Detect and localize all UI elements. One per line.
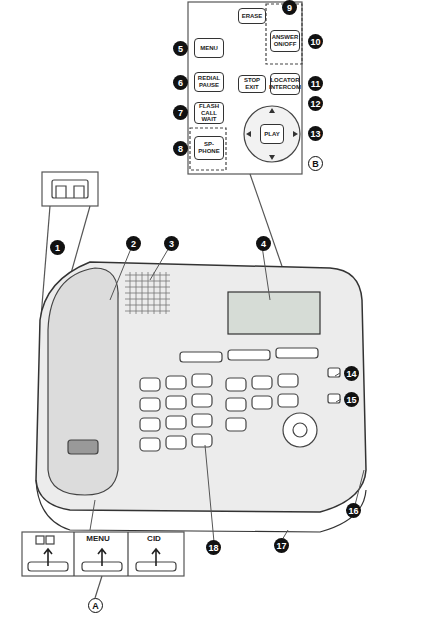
callout-number: 6 <box>173 75 188 90</box>
button-label: ANSWER ON/OFF <box>270 30 300 52</box>
callout-number: 16 <box>346 503 361 518</box>
callout-number: 4 <box>256 236 271 251</box>
callout-number: 2 <box>126 236 141 251</box>
phonebook-icon <box>46 536 54 544</box>
navigator-ring <box>244 106 300 162</box>
charge-contacts <box>56 186 84 198</box>
callout-number: 13 <box>308 126 323 141</box>
callout-number: 15 <box>344 392 359 407</box>
divider <box>127 532 128 576</box>
button-text: MENU <box>200 45 218 52</box>
callout-number: 14 <box>344 366 359 381</box>
button-text: REDIAL PAUSE <box>195 75 223 88</box>
callout-number: 17 <box>274 538 289 553</box>
button-label: FLASH CALL WAIT <box>194 102 224 124</box>
soft-key <box>228 350 270 360</box>
callout-number: 1 <box>50 240 65 255</box>
callout-number: B <box>308 156 323 171</box>
callout-number: 3 <box>164 236 179 251</box>
button-label: MENU <box>194 38 224 58</box>
side-key <box>328 368 340 377</box>
base-unit <box>36 262 366 512</box>
button-label: LOCATOR INTERCOM <box>270 73 300 95</box>
button-text: STOP EXIT <box>239 77 265 90</box>
lcd-display <box>228 292 320 334</box>
key-label: MENU <box>78 534 118 543</box>
charge-contacts <box>52 180 88 198</box>
button-text: SP-PHONE <box>195 141 223 154</box>
callout-number: 12 <box>308 96 323 111</box>
button-label: PLAY <box>260 124 284 144</box>
callout-number: 7 <box>173 105 188 120</box>
key-label: CID <box>134 534 174 543</box>
callout-number: 8 <box>173 141 188 156</box>
charge-contacts <box>68 440 98 454</box>
inset-frame <box>22 532 184 576</box>
arrow <box>44 549 160 566</box>
navigator-key <box>293 423 307 437</box>
button-text: LOCATOR INTERCOM <box>269 77 301 90</box>
button-label: STOP EXIT <box>238 75 266 93</box>
dial-keypad <box>140 374 298 451</box>
button-text: ANSWER ON/OFF <box>271 34 299 47</box>
leader-line <box>90 246 364 542</box>
phonebook-icon <box>36 536 44 544</box>
callout-number: 18 <box>206 540 221 555</box>
button-label: ERASE <box>238 8 266 24</box>
dashed-group <box>190 128 226 170</box>
callout-number: 10 <box>308 34 323 49</box>
soft-key <box>180 352 222 362</box>
side-key <box>328 394 340 403</box>
handset-cradle <box>48 268 118 495</box>
speaker-grille <box>125 272 170 314</box>
divider <box>73 532 74 576</box>
inset-frame <box>188 2 302 174</box>
callout-number: 5 <box>173 41 188 56</box>
inset-frame <box>42 172 98 206</box>
callout-number: 9 <box>282 0 297 15</box>
callout-number: 11 <box>308 76 323 91</box>
button-label: SP-PHONE <box>194 136 224 160</box>
button-text: ERASE <box>242 13 263 20</box>
callout-number: A <box>88 598 103 613</box>
soft-key <box>276 348 318 358</box>
button-text: FLASH CALL WAIT <box>195 103 223 123</box>
leader-line <box>95 576 102 598</box>
button-text: PLAY <box>264 131 279 138</box>
navigator-key <box>283 413 317 447</box>
button-label: REDIAL PAUSE <box>194 72 224 92</box>
navigator-arrows <box>246 108 298 160</box>
